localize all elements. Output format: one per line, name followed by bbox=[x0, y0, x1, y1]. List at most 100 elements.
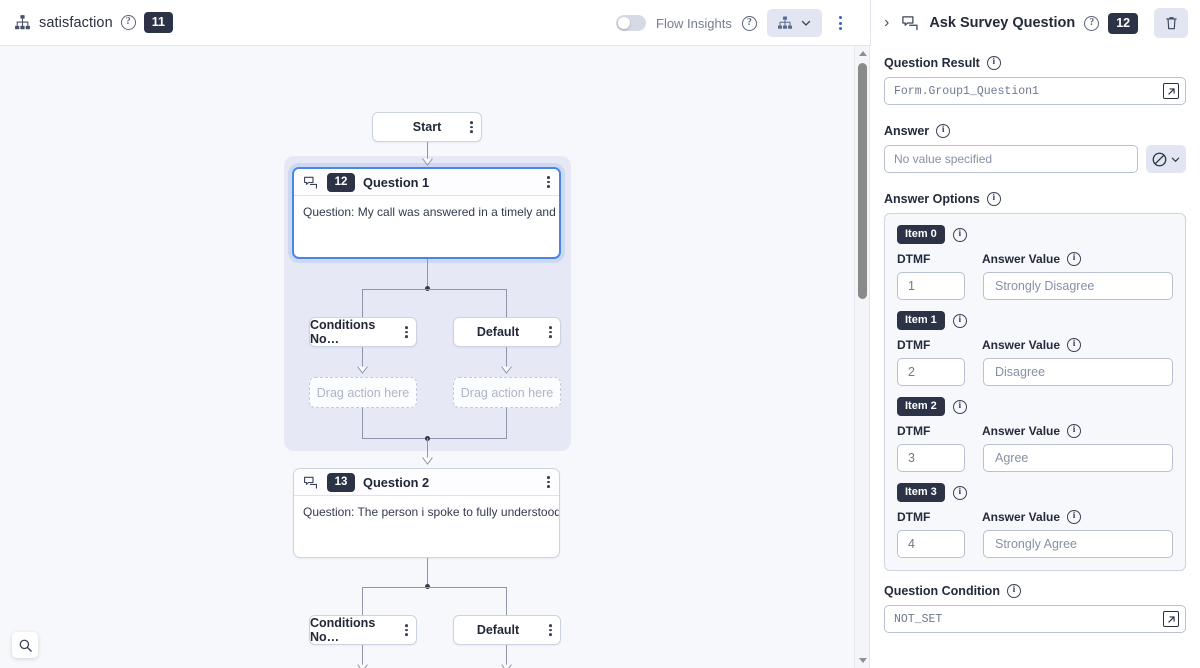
flow-help-icon[interactable]: ? bbox=[120, 15, 136, 30]
answer-value-column-label: Answer Value bbox=[982, 510, 1061, 524]
node-question1-conditions-label: Conditions No… bbox=[310, 318, 376, 346]
canvas-search-button[interactable] bbox=[12, 632, 38, 658]
answer-label-row: Answer i bbox=[884, 124, 1186, 138]
node-question2-conditions-menu-icon[interactable] bbox=[405, 624, 408, 636]
external-link-icon bbox=[1167, 87, 1175, 95]
flow-more-menu-button[interactable] bbox=[832, 12, 849, 34]
node-question2-conditions[interactable]: Conditions No… bbox=[309, 615, 417, 645]
answer-option-item-header: Item 2 i bbox=[897, 397, 1173, 416]
question-result-input[interactable]: Form.Group1_Question1 bbox=[884, 77, 1186, 105]
answer-option-item-header: Item 0 i bbox=[897, 225, 1173, 244]
node-question1-conditions-menu-icon[interactable] bbox=[405, 326, 408, 338]
drop-zone-question1-right[interactable]: Drag action here bbox=[453, 377, 561, 408]
edge-junction-question1 bbox=[424, 286, 430, 291]
question-condition-value: NOT_SET bbox=[894, 612, 943, 626]
node-start-menu-icon[interactable] bbox=[470, 121, 473, 133]
answer-value-input[interactable]: Disagree bbox=[983, 358, 1173, 386]
scrollbar-thumb[interactable] bbox=[858, 63, 867, 299]
answer-options-list: Item 0 i DTMF Answer Value i 1 Strongly … bbox=[884, 213, 1186, 571]
scrollbar-down-button[interactable] bbox=[855, 653, 869, 668]
answer-label: Answer bbox=[884, 124, 930, 138]
edge-question1-down bbox=[427, 259, 428, 289]
edge-arrow-q1-left-drop bbox=[357, 366, 368, 374]
node-question2-menu-icon[interactable] bbox=[547, 476, 550, 488]
node-question2-header: 13 Question 2 bbox=[294, 469, 559, 496]
flow-insights-help-icon[interactable]: ? bbox=[741, 15, 757, 31]
question-condition-input[interactable]: NOT_SET bbox=[884, 605, 1186, 633]
answer-info-icon[interactable]: i bbox=[936, 124, 951, 138]
answer-value-info-icon[interactable]: i bbox=[1067, 252, 1082, 266]
flow-insights-toggle[interactable] bbox=[616, 15, 646, 31]
flow-insights-label: Flow Insights bbox=[656, 15, 732, 31]
question-result-info-icon[interactable]: i bbox=[986, 56, 1001, 70]
flow-version-badge: 11 bbox=[143, 12, 173, 33]
drop-zone-question1-right-label: Drag action here bbox=[460, 385, 554, 400]
triangle-down-icon bbox=[858, 658, 867, 663]
answer-input[interactable]: No value specified bbox=[884, 145, 1138, 173]
answer-option-chip: Item 3 bbox=[897, 483, 945, 502]
answer-options-label-row: Answer Options i bbox=[884, 192, 1186, 206]
node-question2-default-label: Default bbox=[476, 623, 520, 637]
answer-type-selector[interactable] bbox=[1146, 145, 1186, 173]
drop-zone-question1-left[interactable]: Drag action here bbox=[309, 377, 417, 408]
answer-value-input[interactable]: Agree bbox=[983, 444, 1173, 472]
chevron-right-icon[interactable]: › bbox=[884, 14, 890, 31]
speech-bubbles-icon bbox=[303, 476, 319, 489]
dtmf-input[interactable]: 4 bbox=[897, 530, 965, 558]
dtmf-input[interactable]: 2 bbox=[897, 358, 965, 386]
question-condition-info-icon[interactable]: i bbox=[1006, 584, 1021, 598]
node-question2-title: Question 2 bbox=[363, 474, 430, 490]
answer-option-item: Item 3 i DTMF Answer Value i 4 Strongly … bbox=[897, 483, 1173, 558]
node-question1-title: Question 1 bbox=[363, 174, 430, 190]
dtmf-column-label: DTMF bbox=[897, 424, 931, 438]
layout-mode-button[interactable] bbox=[766, 9, 822, 37]
answer-value-info-icon[interactable]: i bbox=[1067, 338, 1082, 352]
panel-header: › Ask Survey Question ? 12 bbox=[870, 0, 1200, 46]
answer-option-column-headers: DTMF Answer Value i bbox=[897, 424, 1173, 438]
node-start[interactable]: Start bbox=[372, 112, 482, 142]
panel-help-icon[interactable]: ? bbox=[1084, 15, 1100, 31]
delete-node-button[interactable] bbox=[1154, 8, 1188, 38]
question-condition-expand-button[interactable] bbox=[1163, 611, 1179, 627]
node-question1[interactable]: 12 Question 1 Question: My call was answ… bbox=[292, 167, 561, 259]
edge-arrow-q2-right-drop bbox=[501, 664, 512, 668]
answer-option-info-icon[interactable]: i bbox=[952, 313, 967, 328]
node-question1-default-menu-icon[interactable] bbox=[549, 326, 552, 338]
answer-options-info-icon[interactable]: i bbox=[986, 192, 1001, 206]
answer-option-inputs: 3 Agree bbox=[897, 444, 1173, 472]
answer-options-label: Answer Options bbox=[884, 192, 980, 206]
answer-value-input[interactable]: Strongly Disagree bbox=[983, 272, 1173, 300]
dtmf-input[interactable]: 3 bbox=[897, 444, 965, 472]
answer-option-info-icon[interactable]: i bbox=[952, 485, 967, 500]
node-question1-menu-icon[interactable] bbox=[547, 176, 550, 188]
answer-option-column-headers: DTMF Answer Value i bbox=[897, 252, 1173, 266]
flow-canvas[interactable]: Start bbox=[0, 46, 870, 668]
dtmf-input[interactable]: 1 bbox=[897, 272, 965, 300]
answer-value-info-icon[interactable]: i bbox=[1067, 424, 1082, 438]
answer-value-column-header: Answer Value i bbox=[982, 252, 1082, 266]
answer-option-column-headers: DTMF Answer Value i bbox=[897, 510, 1173, 524]
answer-option-item-header: Item 1 i bbox=[897, 311, 1173, 330]
edge-q1-left-merge bbox=[362, 408, 363, 438]
node-question2[interactable]: 13 Question 2 Question: The person i spo… bbox=[293, 468, 560, 558]
answer-value-input[interactable]: Strongly Agree bbox=[983, 530, 1173, 558]
question-result-label-row: Question Result i bbox=[884, 56, 1186, 70]
node-question2-default-menu-icon[interactable] bbox=[549, 624, 552, 636]
chevron-down-icon bbox=[1170, 154, 1181, 165]
edge-question1-split bbox=[362, 289, 507, 290]
chevron-down-icon bbox=[800, 17, 812, 29]
scrollbar-up-button[interactable] bbox=[855, 46, 869, 61]
answer-option-item-header: Item 3 i bbox=[897, 483, 1173, 502]
answer-option-info-icon[interactable]: i bbox=[952, 399, 967, 414]
node-question1-default[interactable]: Default bbox=[453, 317, 561, 347]
edge-question2-left-branch bbox=[362, 587, 363, 615]
answer-option-item: Item 0 i DTMF Answer Value i 1 Strongly … bbox=[897, 225, 1173, 300]
question-result-expand-button[interactable] bbox=[1163, 83, 1179, 99]
answer-value-info-icon[interactable]: i bbox=[1067, 510, 1082, 524]
node-question1-conditions[interactable]: Conditions No… bbox=[309, 317, 417, 347]
answer-option-info-icon[interactable]: i bbox=[952, 227, 967, 242]
canvas-vertical-scrollbar[interactable] bbox=[854, 46, 869, 668]
node-question2-conditions-label: Conditions No… bbox=[310, 616, 376, 644]
node-question2-default[interactable]: Default bbox=[453, 615, 561, 645]
answer-option-inputs: 1 Strongly Disagree bbox=[897, 272, 1173, 300]
